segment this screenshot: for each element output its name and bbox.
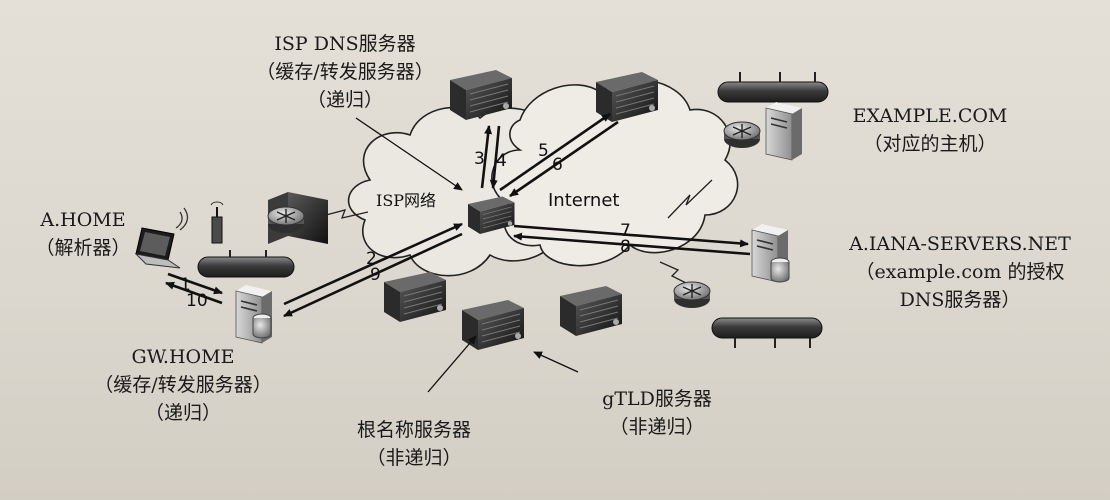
a-home-title: A.HOME (18, 206, 148, 234)
isp-network-label: ISP网络 (376, 191, 436, 210)
gw-home-db-icon (253, 314, 271, 338)
home-router-disk-icon (268, 207, 304, 233)
example-com-role: （对应的主机） (830, 130, 1030, 158)
iana-router-icon (674, 282, 710, 308)
example-com-title: EXAMPLE.COM (830, 102, 1030, 130)
isp-dns-title: ISP DNS服务器 (240, 30, 450, 58)
internet-label: Internet (548, 190, 619, 211)
example-com-label: EXAMPLE.COM （对应的主机） (830, 102, 1030, 158)
isp-dns-role: （缓存/转发服务器） (240, 58, 450, 86)
step-5-label: 5 (538, 141, 549, 161)
example-com-network-pipe (718, 72, 828, 102)
isp-dns-label: ISP DNS服务器 （缓存/转发服务器） （递归） (240, 30, 450, 114)
iana-internet-link (660, 262, 690, 285)
gtld-server-icon (560, 286, 622, 336)
root-pointer (428, 336, 476, 392)
step-4-label: 4 (496, 151, 507, 171)
gw-home-title: GW.HOME (72, 343, 294, 371)
isp-dns-mode: （递归） (240, 86, 450, 114)
root-label: 根名称服务器 （非递归） (324, 416, 504, 472)
example-com-router-icon (724, 122, 760, 148)
step-3-label: 3 (474, 149, 485, 169)
gtld-label: gTLD服务器 （非递归） (572, 385, 742, 441)
step-8-label: 8 (620, 237, 631, 257)
root-server-1-icon (384, 272, 446, 322)
gtld-pointer (534, 352, 578, 372)
gw-home-label: GW.HOME （缓存/转发服务器） （递归） (72, 343, 294, 427)
a-home-role: （解析器） (18, 234, 148, 262)
iana-title: A.IANA-SERVERS.NET (830, 230, 1090, 258)
a-home-label: A.HOME （解析器） (18, 206, 148, 262)
iana-role-2: DNS服务器） (830, 286, 1090, 314)
step-6-label: 6 (552, 155, 563, 175)
wireless-ap-icon (211, 202, 223, 243)
gw-home-role: （缓存/转发服务器） (72, 371, 294, 399)
root-server-2-icon (462, 300, 524, 350)
iana-label: A.IANA-SERVERS.NET （example.com 的授权 DNS服… (830, 230, 1090, 314)
root-title: 根名称服务器 (324, 416, 504, 444)
step-9-label: 9 (370, 265, 381, 285)
iana-role: （example.com 的授权 (830, 258, 1090, 286)
example-com-host-icon (766, 102, 802, 160)
iana-db-icon (771, 258, 789, 282)
step-10-label: 10 (186, 291, 208, 311)
gw-home-mode: （递归） (72, 399, 294, 427)
iana-network-pipe (712, 318, 822, 348)
root-mode: （非递归） (324, 444, 504, 472)
home-network-pipe (198, 250, 294, 277)
gtld-title: gTLD服务器 (572, 385, 742, 413)
gtld-mode: （非递归） (572, 413, 742, 441)
